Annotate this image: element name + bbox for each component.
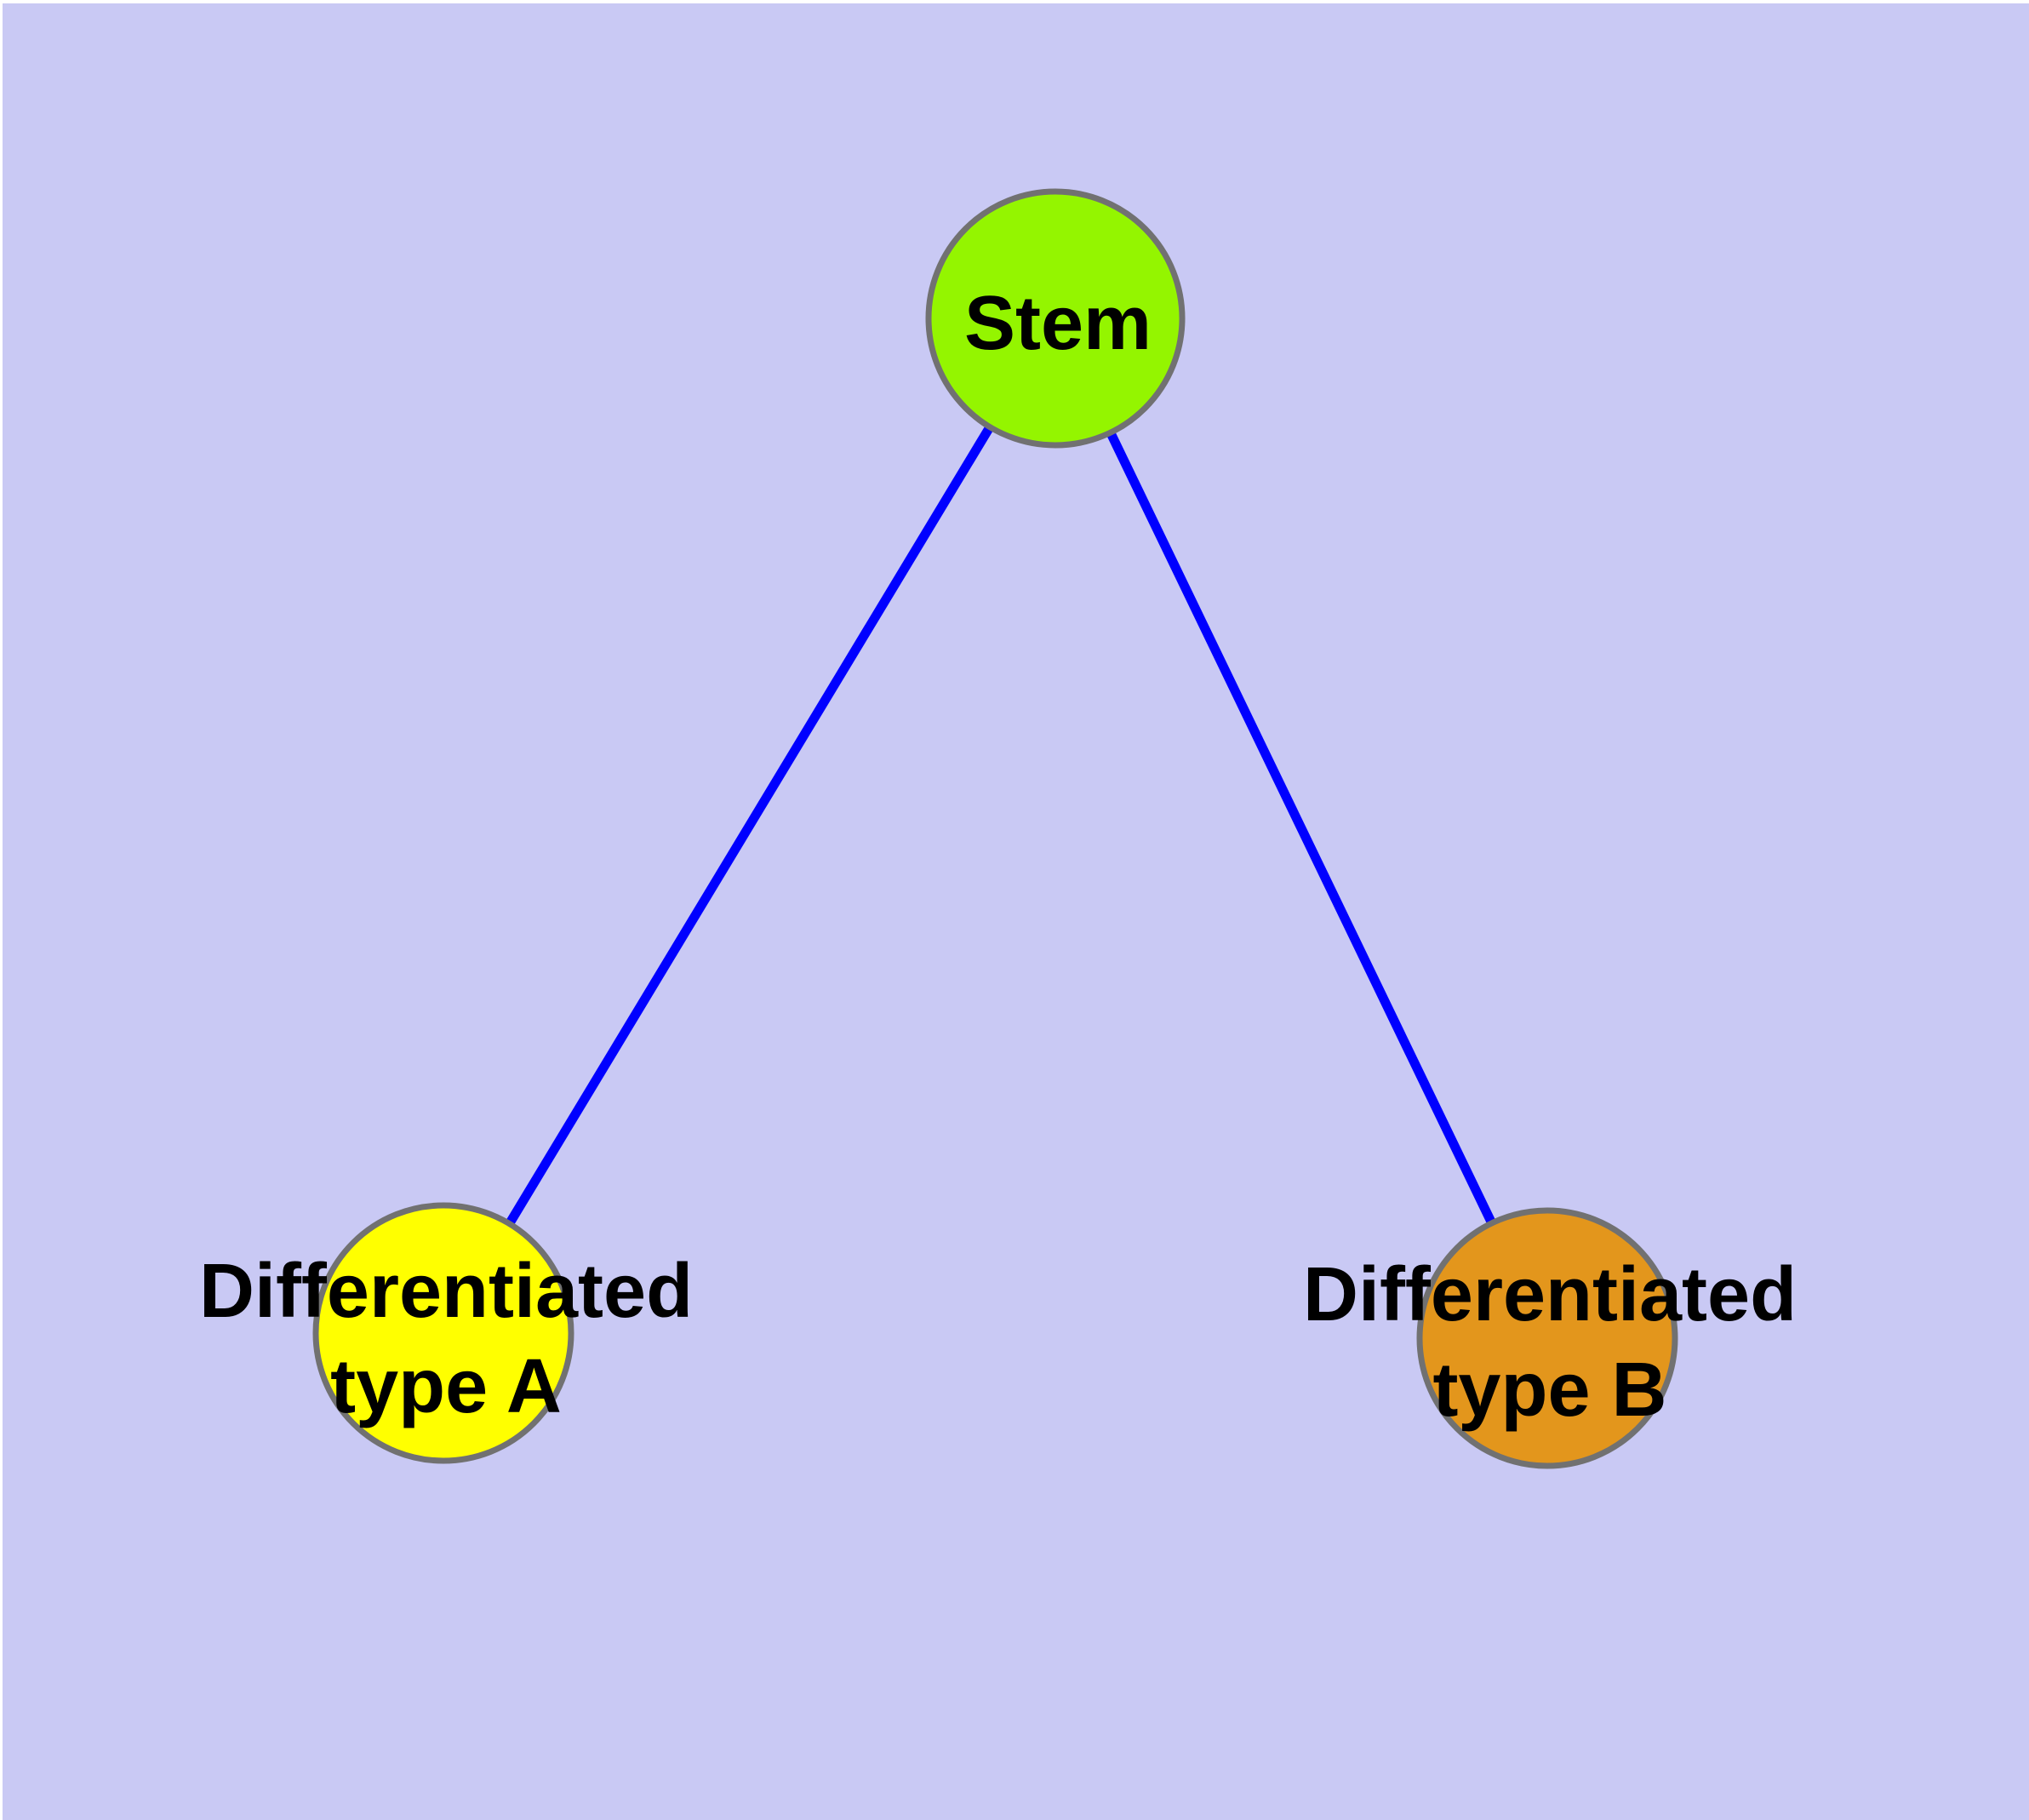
node-stem[interactable] [925,188,1186,449]
graph-canvas: Stem Differentiated type A Differentiate… [3,3,2029,1820]
edge-stem-to-type-a[interactable] [439,316,1060,1336]
node-differentiated-type-b[interactable] [1416,1207,1678,1469]
edge-stem-to-type-b[interactable] [1051,316,1552,1341]
graph-svg [312,188,1678,1469]
node-differentiated-type-a[interactable] [312,1202,574,1464]
